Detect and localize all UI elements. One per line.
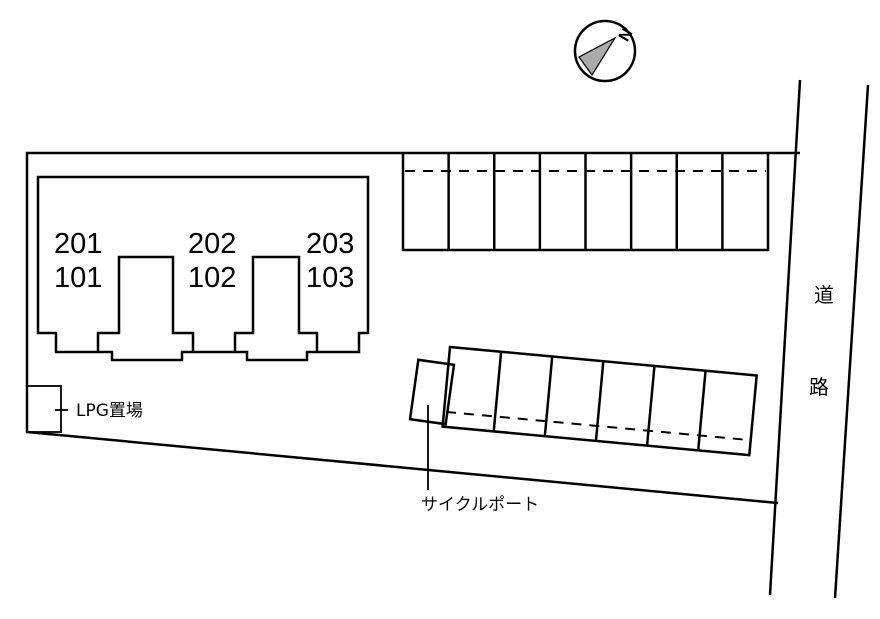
- cycle-port-label: サイクルポート: [421, 495, 539, 515]
- parking-slot-divider: [543, 356, 554, 437]
- unit-103: 103: [306, 262, 354, 294]
- road-edge-left: [768, 79, 802, 596]
- parking-slot-divider: [645, 365, 656, 446]
- unit-101: 101: [54, 262, 102, 294]
- unit-102: 102: [188, 262, 236, 294]
- lpg-label: LPG置場: [76, 401, 143, 421]
- unit-203: 203: [306, 228, 354, 260]
- unit-202: 202: [188, 228, 236, 260]
- parking-slot-divider: [492, 351, 503, 432]
- parking-slot-divider: [594, 361, 605, 441]
- lpg-storage: [26, 385, 62, 433]
- parking-top-row: [401, 153, 770, 252]
- lot-boundary: [25, 151, 800, 505]
- north-compass-icon: N: [573, 19, 636, 83]
- parking-slot-divider: [696, 370, 707, 451]
- road-edge-right: [833, 84, 870, 599]
- apartment-building: [36, 175, 370, 362]
- road-label-2: 路: [809, 375, 829, 399]
- parking-bottom-row: [441, 345, 759, 457]
- unit-201: 201: [54, 228, 102, 260]
- road-label-1: 道: [814, 283, 834, 307]
